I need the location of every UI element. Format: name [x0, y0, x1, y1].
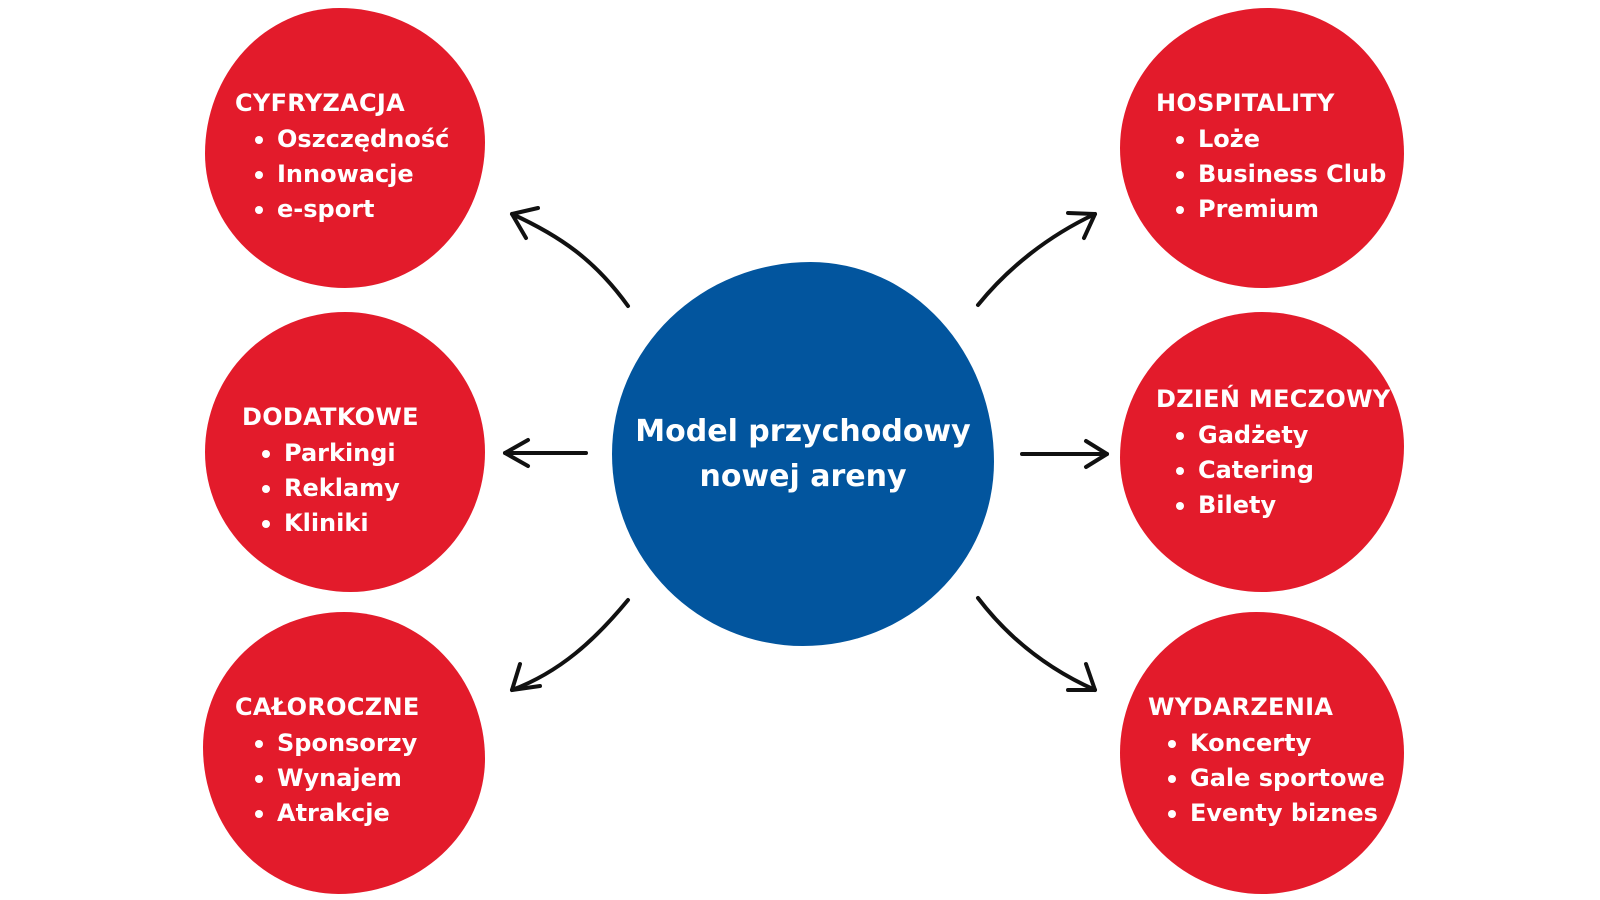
list-item: Business Club [1156, 157, 1404, 192]
node-wydarzenia: WYDARZENIA Koncerty Gale sportowe Eventy… [1120, 612, 1404, 894]
list-item: Gadżety [1156, 418, 1404, 453]
node-item-list: Parkingi Reklamy Kliniki [242, 436, 485, 541]
list-item: Catering [1156, 453, 1404, 488]
node-title: HOSPITALITY [1156, 89, 1335, 117]
node-dodatkowe: DODATKOWE Parkingi Reklamy Kliniki [205, 312, 485, 592]
list-item: Koncerty [1148, 726, 1404, 761]
node-item-list: Sponsorzy Wynajem Atrakcje [235, 726, 485, 831]
node-cyfryzacja: CYFRYZACJA Oszczędność Innowacje e-sport [205, 8, 485, 288]
node-item-list: Oszczędność Innowacje e-sport [235, 122, 485, 227]
arrow-to-dzien-meczowy [1020, 439, 1109, 469]
node-dzien-meczowy: DZIEŃ MECZOWY Gadżety Catering Bilety [1120, 312, 1404, 592]
list-item: Wynajem [235, 761, 485, 796]
list-item: Reklamy [242, 471, 485, 506]
list-item: Parkingi [242, 436, 485, 471]
node-title: CAŁOROCZNE [235, 693, 420, 721]
list-item: e-sport [235, 192, 485, 227]
list-item: Bilety [1156, 488, 1404, 523]
list-item: Kliniki [242, 506, 485, 541]
list-item: Gale sportowe [1148, 761, 1404, 796]
arrow-to-dodatkowe [503, 438, 588, 468]
center-node: Model przychodowy nowej areny [612, 262, 994, 646]
node-title: WYDARZENIA [1148, 693, 1334, 721]
node-caloroczne: CAŁOROCZNE Sponsorzy Wynajem Atrakcje [203, 612, 485, 894]
arrow-to-cyfryzacja [510, 206, 630, 308]
arrow-to-wydarzenia [976, 596, 1097, 692]
list-item: Innowacje [235, 157, 485, 192]
node-title: CYFRYZACJA [235, 89, 406, 117]
node-title: DODATKOWE [242, 403, 419, 431]
center-title: Model przychodowy nowej areny [635, 414, 971, 494]
node-item-list: Loże Business Club Premium [1156, 122, 1404, 227]
node-title: DZIEŃ MECZOWY [1156, 385, 1391, 413]
node-hospitality: HOSPITALITY Loże Business Club Premium [1120, 8, 1404, 288]
node-item-list: Gadżety Catering Bilety [1156, 418, 1404, 523]
list-item: Eventy biznes [1148, 796, 1404, 831]
arrow-to-hospitality [976, 211, 1097, 307]
arrow-to-caloroczne [510, 598, 630, 692]
list-item: Loże [1156, 122, 1404, 157]
list-item: Premium [1156, 192, 1404, 227]
list-item: Atrakcje [235, 796, 485, 831]
list-item: Sponsorzy [235, 726, 485, 761]
list-item: Oszczędność [235, 122, 485, 157]
node-item-list: Koncerty Gale sportowe Eventy biznes [1148, 726, 1404, 831]
